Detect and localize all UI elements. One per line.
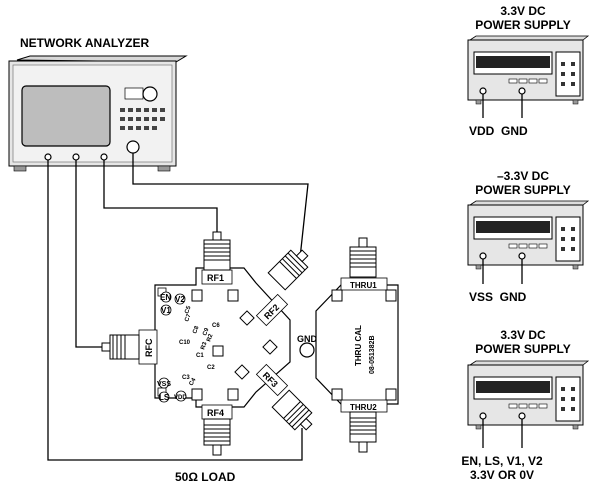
power-supply-3 — [467, 360, 590, 448]
pad-vss: VSS — [157, 381, 171, 388]
label-c4: C4 — [189, 377, 198, 387]
supply-3-pins-levels: 3.3V OR 0V — [470, 468, 534, 482]
dut-board: EN V2 V1 VSS LS VDD C5 C6 C7 C8 C9 R2 R3… — [138, 267, 291, 420]
connector-thru1 — [349, 237, 377, 278]
label-r3: R3 — [200, 341, 208, 351]
cables — [47, 153, 309, 461]
network-analyzer — [8, 55, 188, 172]
supply-2-line1: –3.3V DC — [497, 169, 549, 183]
power-supply-2 — [467, 200, 590, 284]
supply-1-line2: POWER SUPPLY — [475, 18, 571, 32]
thru-cal-board: THRU1 THRU2 THRU CAL 08-051382B — [315, 277, 399, 413]
pad-v2: V2 — [175, 295, 185, 304]
pad-ls: LS — [159, 393, 170, 402]
switch-ic — [212, 345, 224, 357]
supply-3-line1: 3.3V DC — [500, 328, 546, 342]
supply-1-line1: 3.3V DC — [500, 4, 546, 18]
connector-rf3 — [271, 389, 313, 431]
gnd-post — [299, 342, 315, 358]
analyzer-title: NETWORK ANALYZER — [20, 36, 149, 50]
analyzer-port-2 — [72, 153, 80, 161]
thru-cal-name: THRU CAL — [354, 325, 363, 366]
thru1-label: THRU1 — [350, 281, 377, 290]
analyzer-port-1 — [44, 153, 52, 161]
connector-rf1 — [203, 231, 231, 271]
pad-vdd: VDD — [174, 395, 187, 401]
label-c3: C3 — [182, 375, 190, 381]
power-supply-1 — [467, 35, 590, 118]
supply-3-pins: EN, LS, V1, V2 — [461, 454, 543, 468]
thru2-label: THRU2 — [350, 403, 377, 412]
port-label-rfc: RFC — [144, 338, 154, 357]
pad-v1: V1 — [161, 306, 171, 315]
connector-rf2 — [267, 249, 309, 291]
analyzer-port-3 — [100, 153, 108, 161]
label-c6: C6 — [212, 323, 220, 329]
label-c9: C9 — [202, 327, 210, 337]
supply-3-line2: POWER SUPPLY — [475, 342, 571, 356]
gnd-post-label: GND — [297, 334, 318, 344]
connector-thru2 — [349, 411, 377, 453]
connector-rfc — [101, 334, 140, 360]
pad-en: EN — [160, 293, 171, 302]
label-c2: C2 — [207, 365, 215, 371]
label-c5: C5 — [184, 305, 192, 315]
supply-1-pins: VDD GND — [469, 124, 528, 138]
label-c10: C10 — [179, 340, 191, 346]
label-r2: R2 — [206, 333, 214, 343]
supply-2-line2: POWER SUPPLY — [475, 183, 571, 197]
supply-2-pins: VSS GND — [469, 290, 527, 304]
label-c7: C7 — [184, 313, 192, 323]
port-label-rf1: RF1 — [207, 273, 224, 283]
thru-cal-part: 08-051382B — [369, 335, 376, 374]
analyzer-knob — [142, 86, 158, 102]
label-c1: C1 — [196, 353, 204, 359]
port-label-rf4: RF4 — [207, 408, 224, 418]
connector-rf4 — [203, 418, 231, 456]
load-label: 50Ω LOAD — [175, 470, 236, 484]
analyzer-screen — [21, 85, 111, 147]
label-c8: C8 — [192, 325, 200, 335]
